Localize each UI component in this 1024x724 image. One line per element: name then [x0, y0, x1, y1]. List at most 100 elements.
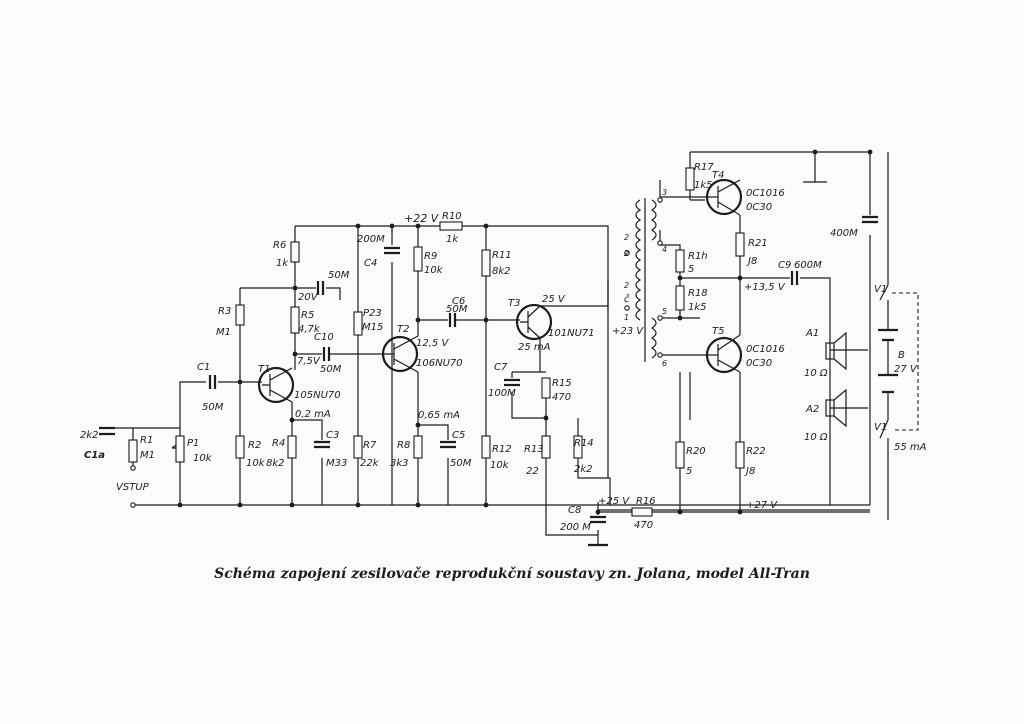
- c8-value-label: 200 M: [560, 522, 591, 533]
- speaker-a1: [825, 331, 847, 371]
- t4-alt-label: 0C30: [746, 202, 772, 213]
- resistor-r15: [541, 377, 551, 399]
- r12-value-label: 10k: [490, 460, 510, 471]
- resistor-r1: [128, 439, 138, 463]
- t1-label: T1: [258, 364, 270, 375]
- r3-label: R3: [218, 306, 231, 317]
- r17-label: R17: [694, 162, 714, 173]
- r13-value-label: 22: [526, 466, 539, 477]
- input-label: VSTUP: [116, 482, 150, 493]
- c10-label: C10: [314, 332, 334, 343]
- transformer-primary: [635, 199, 642, 321]
- transformer-pin-2c: 2: [624, 281, 629, 290]
- resistor-r11: [481, 249, 491, 277]
- r6-value-label: 1k: [276, 258, 289, 269]
- i25-label: 25 mA: [518, 342, 551, 353]
- resistors: [128, 167, 745, 517]
- r10-value-label: 1k: [446, 234, 459, 245]
- c9-label: C9: [778, 260, 791, 271]
- r22-value-label: J8: [744, 466, 755, 477]
- transformer-pin-3: 3: [662, 188, 667, 197]
- figure-caption: Schéma zapojení zesilovače reprodukční s…: [214, 566, 810, 582]
- p1-value-label: 10k: [193, 453, 213, 464]
- r15-label: R15: [552, 378, 572, 389]
- battery-section: [878, 284, 919, 439]
- v1-lower-label: V1: [874, 422, 887, 433]
- capacitor-c8: [590, 515, 606, 524]
- r9-label: R9: [424, 251, 437, 262]
- r20-label: R20: [686, 446, 706, 457]
- r21-value-label: J8: [746, 256, 757, 267]
- c10-value-label: 50M: [320, 364, 342, 375]
- capacitor-c4: [384, 246, 400, 255]
- resistor-r22: [735, 441, 745, 469]
- capacitor-c3: [314, 440, 330, 449]
- r7-label: R7: [363, 440, 377, 451]
- t5-alt-label: 0C30: [746, 358, 772, 369]
- r11-label: R11: [492, 250, 512, 261]
- r9-value-label: 10k: [424, 265, 444, 276]
- c8-label: C8: [568, 505, 581, 516]
- r6-label: R6: [273, 240, 286, 251]
- switch-v1-upper: [879, 284, 889, 301]
- r13-label: R13: [524, 444, 544, 455]
- r16-value-label: 470: [634, 520, 653, 531]
- battery-b: [878, 328, 898, 394]
- resistor-r21: [735, 232, 745, 257]
- r22-label: R22: [746, 446, 766, 457]
- r12-label: R12: [492, 444, 512, 455]
- transistor-t4: [690, 178, 743, 216]
- capacitor-c7: [504, 378, 520, 387]
- t4-label: T4: [712, 170, 724, 181]
- transformer-pin-6: 6: [662, 359, 667, 368]
- t5-label: T5: [712, 326, 724, 337]
- v27-label: +27 V: [746, 500, 778, 511]
- capacitor-50m-a: [316, 281, 325, 295]
- c5-label: C5: [452, 430, 465, 441]
- resistor-r6: [290, 241, 300, 263]
- t3-label: T3: [508, 298, 520, 309]
- v23-label: +23 V: [612, 326, 644, 337]
- p23-label: P23: [363, 308, 382, 319]
- a1-value-label: 10 Ω: [804, 368, 828, 379]
- r2-label: R2: [248, 440, 261, 451]
- c9-value-label: 600M: [794, 260, 822, 271]
- resistor-r1h: [675, 249, 685, 273]
- resistor-r12: [481, 435, 491, 459]
- v22-label: +22 V: [404, 212, 440, 225]
- c1-value-label: 50M: [202, 402, 224, 413]
- transformer-pin-5: 5: [662, 307, 667, 316]
- t2-type-label: 106NU70: [416, 358, 463, 369]
- v125-label: 12,5 V: [416, 338, 449, 349]
- resistor-r14: [573, 435, 583, 459]
- transformer-pin-2a: 2: [624, 233, 629, 242]
- t2-label: T2: [397, 324, 409, 335]
- resistor-r8: [413, 435, 423, 459]
- r8-label: R8: [397, 440, 410, 451]
- resistor-r4: [287, 435, 297, 459]
- r1-value-label: M1: [140, 450, 155, 461]
- r1-label: R1: [140, 435, 153, 446]
- capacitor-c9: [790, 271, 799, 285]
- c400-label: 400M: [830, 228, 858, 239]
- t3-type-label: 101NU71: [548, 328, 595, 339]
- c6-label: C6: [452, 296, 465, 307]
- transformer-pin-4: 4: [662, 245, 667, 254]
- p23-value-label: M15: [362, 322, 383, 333]
- v20-label: 20V: [298, 292, 319, 303]
- transformer: [624, 197, 663, 362]
- potentiometer-p23: [353, 311, 363, 336]
- battery-value-label: 27 V: [894, 364, 918, 375]
- resistor-r13: [541, 435, 551, 459]
- v75-label: 7,5V: [297, 356, 321, 367]
- resistor-r18: [675, 285, 685, 311]
- c1-label: C1: [197, 362, 210, 373]
- resistor-r20: [675, 441, 685, 469]
- capacitors: [99, 215, 878, 524]
- capacitor-c1a: [99, 426, 115, 436]
- v25-label: 25 V: [542, 294, 566, 305]
- r5-value-label: 4,7k: [298, 324, 321, 335]
- speakers: [825, 331, 847, 428]
- battery-label: B: [898, 350, 905, 361]
- r3-value-label: M1: [216, 327, 231, 338]
